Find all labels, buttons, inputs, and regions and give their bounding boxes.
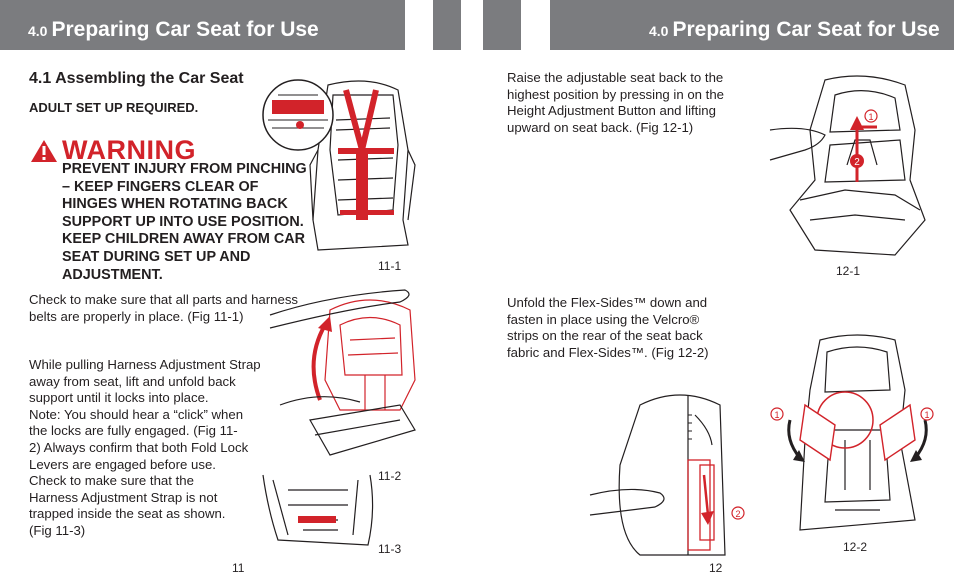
text-line: Harness Adjustment Strap is not (29, 489, 218, 505)
figure-label: 12-2 (843, 540, 868, 554)
text-line: Levers are engaged before use. (29, 456, 216, 472)
figure-12-1-illustration: 1 2 (769, 75, 926, 256)
text-line: trapped inside the seat as shown. (29, 506, 226, 522)
warning-text: PREVENT INJURY FROM PINCHING – KEEP FING… (62, 161, 307, 283)
callout-number: 2 (735, 509, 740, 519)
header-spine (433, 0, 521, 50)
figure-12-2-rear-illustration: 2 (589, 394, 745, 556)
page-number: 12 (709, 561, 723, 575)
figure-11-2-illustration (269, 289, 416, 456)
figure-label: 12-1 (836, 264, 861, 278)
figure-label: 11-1 (378, 259, 402, 273)
callout-number: 2 (854, 157, 860, 168)
spine-gap (461, 0, 483, 50)
warning-triangle-icon (31, 139, 57, 162)
figure-12-2-front-illustration: 1 1 (770, 334, 934, 531)
callout-number: 1 (924, 410, 929, 420)
warning-heading: WARNING (30, 135, 196, 166)
figure-11-3-illustration (262, 474, 374, 546)
text-line: 2) Always confirm that both Fold Lock (29, 439, 249, 455)
warning-word: WARNING (62, 135, 196, 165)
page-number: 11 (232, 561, 245, 575)
section-title: 4.1 Assembling the Car Seat (29, 70, 244, 87)
figure-11-1-illustration (262, 79, 416, 251)
paragraph-unfold-flex-sides: Unfold the Flex-Sides™ down and fasten i… (507, 295, 709, 360)
callout-number: 1 (868, 112, 873, 122)
header-section-number: 4.0 (28, 23, 48, 39)
text-line: support until it locks into place. (29, 390, 209, 406)
paragraph-raise-seat-back: Raise the adjustable seat back to the hi… (507, 70, 725, 135)
adult-setup-note: ADULT SET UP REQUIRED. (29, 100, 199, 115)
text-line: While pulling Harness Adjustment Strap (29, 357, 261, 372)
text-line: Check to make sure that the (29, 473, 194, 489)
callout-2-marker (731, 506, 745, 520)
callout-1-marker (770, 407, 784, 421)
header-title-text: Preparing Car Seat for Use (672, 18, 940, 41)
text-line: (Fig 11-3) (29, 522, 86, 538)
text-line: away from seat, lift and unfold back (29, 373, 236, 389)
header-title-text: Preparing Car Seat for Use (51, 18, 319, 41)
callout-1-marker (864, 109, 878, 123)
paragraph-unfold-back: While pulling Harness Adjustment Strap a… (29, 357, 269, 540)
figure-label: 11-3 (378, 542, 402, 556)
callout-1-marker (920, 407, 934, 421)
text-line: the locks are fully engaged. (Fig 11- (29, 423, 238, 439)
header-section-number: 4.0 (649, 23, 669, 39)
text-line: Note: You should hear a “click” when (29, 406, 244, 422)
callout-number: 1 (774, 410, 779, 420)
paragraph-check-parts: Check to make sure that all parts and ha… (29, 292, 299, 324)
figure-label: 11-2 (378, 469, 402, 483)
callout-2-marker (850, 154, 864, 168)
